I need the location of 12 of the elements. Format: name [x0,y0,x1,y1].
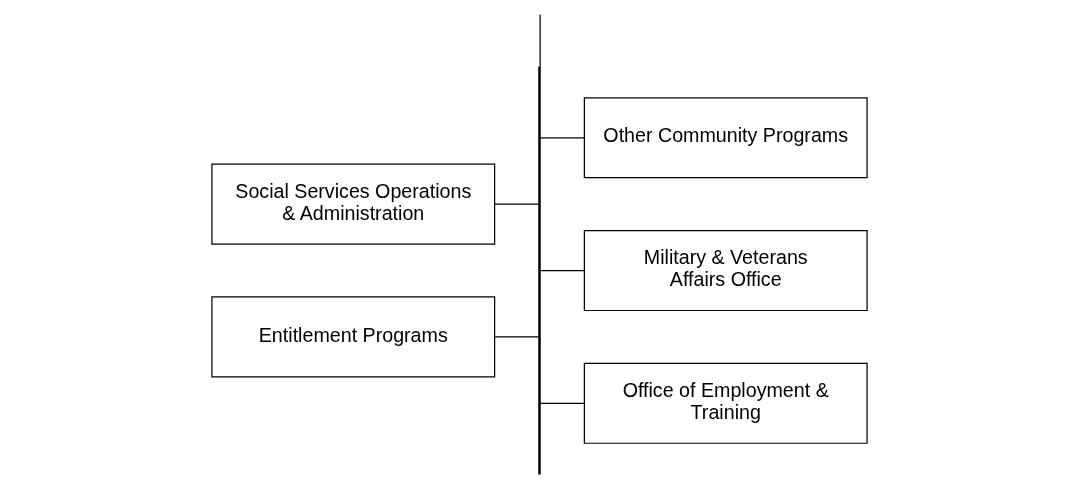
connector [494,203,540,205]
node-box: Office of Employment & Training [583,362,868,444]
node-box: Military & Veterans Affairs Office [583,229,868,312]
connector [539,13,541,68]
node-bar [538,66,541,475]
connector [539,137,585,139]
node-box: Social Services Operations & Administration [211,163,496,245]
connector [539,402,585,404]
connector [539,269,585,272]
node-box: Entitlement Programs [211,296,496,378]
node-box: Other Community Programs [583,97,868,179]
connector [494,336,540,338]
